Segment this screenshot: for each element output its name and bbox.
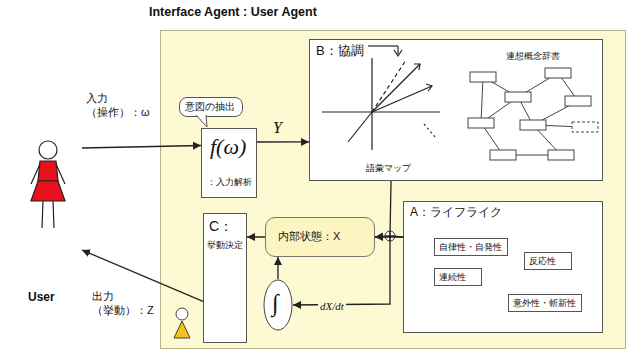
text-holder: 自律性・自発性 xyxy=(439,242,502,253)
node-text: 意外性・斬新性 xyxy=(513,298,576,309)
bracket-line xyxy=(368,45,398,46)
text-holder: B：協調 xyxy=(316,43,364,59)
concept-box xyxy=(548,150,574,160)
text-holder: 意図の抽出 xyxy=(185,101,235,113)
lifelike-box: 自律性・自発性反応性連続性意外性・斬新性 A：ライフライク xyxy=(403,201,603,333)
connector xyxy=(247,236,265,237)
edge-label-holder: 出力 （挙動）：Z xyxy=(92,290,166,318)
node-text: User xyxy=(28,290,55,304)
text-holder: 意外性・斬新性 xyxy=(513,298,576,309)
link xyxy=(481,77,483,123)
node-text: 語彙マップ xyxy=(366,163,411,174)
text-holder: ：入力解析 xyxy=(207,177,252,188)
node-text: 反応性 xyxy=(529,256,556,267)
node-text: 連想概念辞書 xyxy=(506,51,560,62)
node-text: f(ω) xyxy=(210,134,246,160)
vector xyxy=(372,64,420,112)
bubble-tail xyxy=(196,114,207,127)
node-text: 内部状態：X xyxy=(278,230,340,243)
concept-box xyxy=(490,150,516,160)
bracket-head xyxy=(394,50,402,56)
input-analysis-box: f(ω) ：入力解析 xyxy=(201,128,257,198)
vector-head xyxy=(414,64,420,70)
edge-label: 入力 （操作）：ω xyxy=(86,92,160,120)
text-holder: 挙動決定 xyxy=(207,240,243,251)
text-holder: A：ライフライク xyxy=(410,205,502,219)
node-text: 自律性・自発性 xyxy=(439,242,502,253)
node-text: 意図の抽出 xyxy=(185,101,235,113)
vector-head xyxy=(426,84,432,91)
axis xyxy=(322,111,440,112)
panel-title: Interface Agent : User Agent xyxy=(149,5,317,20)
intent-bubble: 意図の抽出 xyxy=(179,97,243,117)
node-text: ∫ xyxy=(272,289,279,318)
user-leg xyxy=(42,200,43,228)
edge-label-holder: 入力 （操作）：ω xyxy=(86,92,160,120)
text-holder: User xyxy=(28,290,55,304)
concept-box xyxy=(565,96,591,106)
text-holder: f(ω) xyxy=(210,134,246,160)
connector xyxy=(293,236,403,305)
property-box: 連続性 xyxy=(434,268,482,286)
concept-box xyxy=(470,72,496,82)
node-text: 挙動決定 xyxy=(207,240,243,251)
edge-label-holder: dX/dt xyxy=(318,296,346,314)
node-text: A：ライフライク xyxy=(410,205,502,219)
user-head xyxy=(39,141,57,159)
property-box: 自律性・自発性 xyxy=(434,238,508,256)
integrator: ∫ xyxy=(263,279,293,331)
internal-state-box: 内部状態：X xyxy=(265,217,375,257)
connector xyxy=(257,141,309,142)
text-holder: 連想概念辞書 xyxy=(506,51,560,62)
axis xyxy=(371,58,372,150)
bracket-line xyxy=(397,46,398,54)
concept-box xyxy=(545,68,571,78)
text-holder: 内部状態：X xyxy=(278,230,340,243)
concept-box xyxy=(520,120,546,130)
connector xyxy=(82,146,201,149)
vector xyxy=(424,124,436,138)
edge-label: Y xyxy=(273,118,282,138)
concept-box xyxy=(505,92,531,102)
bubble-tail-outline xyxy=(196,115,207,127)
connector xyxy=(277,257,278,279)
node-text: ：入力解析 xyxy=(207,177,252,188)
text-holder: 反応性 xyxy=(529,256,556,267)
vector xyxy=(348,112,372,142)
text-holder: 語彙マップ xyxy=(366,163,411,174)
edge-label: 出力 （挙動）：Z xyxy=(92,290,166,318)
connector xyxy=(375,181,391,237)
ellipse-shape xyxy=(264,280,292,330)
behavior-box: C： 挙動決定 xyxy=(203,213,247,343)
property-box: 意外性・斬新性 xyxy=(508,294,582,312)
user-skirt xyxy=(31,181,65,201)
text-holder: Interface Agent : User Agent xyxy=(149,5,317,20)
vector-graph xyxy=(322,46,440,150)
agent-icon xyxy=(174,308,190,338)
user-shirt xyxy=(38,161,58,181)
agent-head xyxy=(176,308,188,320)
concept-box xyxy=(468,118,494,128)
node-text: 連続性 xyxy=(439,272,466,283)
property-box: 反応性 xyxy=(524,252,572,270)
edge-label-holder: Y xyxy=(273,118,282,138)
text-holder: ∫ xyxy=(272,289,279,318)
user-leg xyxy=(53,200,54,228)
text-holder: C： xyxy=(209,218,233,235)
user-figure xyxy=(31,141,65,228)
node-text: B：協調 xyxy=(316,43,364,59)
edge-label: dX/dt xyxy=(318,300,346,314)
node-text: C： xyxy=(209,218,233,235)
text-holder: 連続性 xyxy=(439,272,466,283)
concept-network xyxy=(468,68,598,160)
agent-body xyxy=(174,321,190,338)
vector xyxy=(372,60,406,112)
concept-box xyxy=(572,122,598,132)
